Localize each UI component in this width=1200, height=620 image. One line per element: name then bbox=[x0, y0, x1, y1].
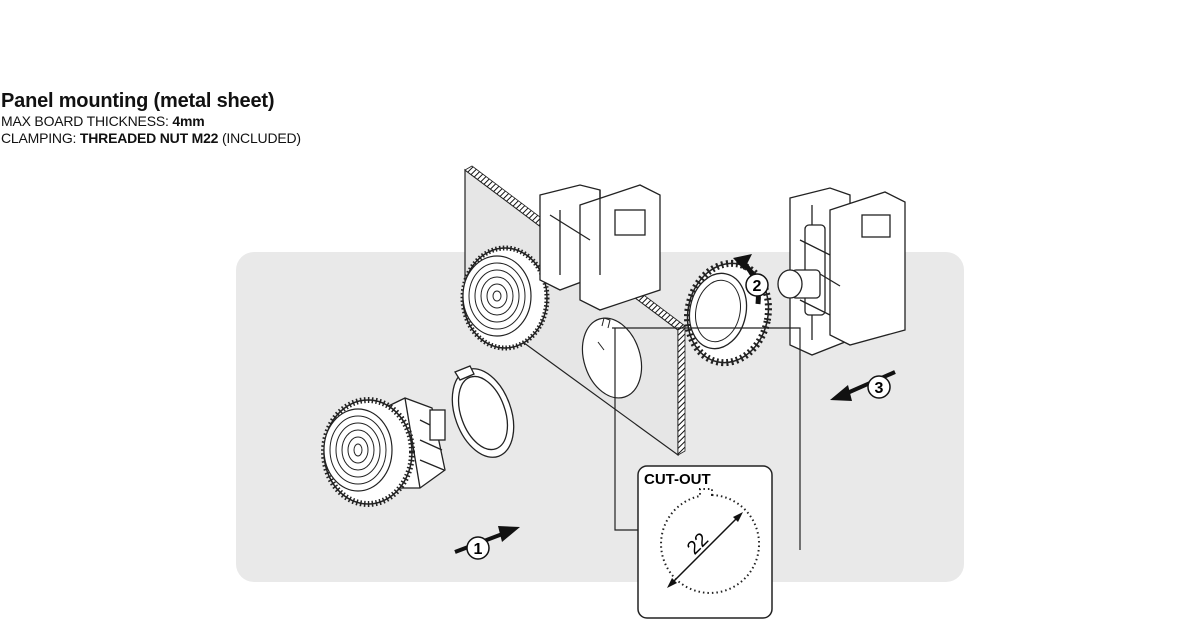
page-title: Panel mounting (metal sheet) bbox=[1, 90, 275, 112]
leader-line-left bbox=[614, 328, 638, 531]
hole-detail bbox=[597, 341, 605, 351]
thickness-value: 4mm bbox=[172, 113, 205, 129]
button-head-rear bbox=[460, 245, 550, 351]
contact-block-rear bbox=[539, 184, 661, 311]
step-1-badge: 1 bbox=[466, 536, 490, 560]
clamping-spec: CLAMPING: THREADED NUT M22 (INCLUDED) bbox=[1, 130, 301, 147]
cutout-hole bbox=[581, 317, 643, 399]
step-3-label: 3 bbox=[875, 380, 884, 397]
pushbutton-head bbox=[321, 397, 415, 507]
step-3-badge: 3 bbox=[867, 375, 891, 399]
background-panel bbox=[236, 252, 964, 582]
step-1-label: 1 bbox=[474, 541, 483, 558]
thickness-spec: MAX BOARD THICKNESS: 4mm bbox=[1, 113, 301, 130]
diameter-arrow-start bbox=[667, 578, 677, 588]
clamping-label: CLAMPING: bbox=[1, 130, 80, 146]
cutout-title: CUT-OUT bbox=[644, 471, 711, 488]
step-2-badge: 2 bbox=[745, 273, 769, 297]
gasket-ring bbox=[451, 365, 515, 458]
clamping-value: THREADED NUT M22 bbox=[79, 130, 219, 146]
clamping-note: (INCLUDED) bbox=[218, 130, 301, 146]
thickness-label: MAX BOARD THICKNESS: bbox=[1, 113, 173, 129]
diameter-line bbox=[669, 514, 741, 586]
diameter-arrow-end bbox=[733, 512, 743, 522]
leader-line-right bbox=[612, 327, 801, 550]
cutout-callout: CUT-OUT 22 bbox=[637, 465, 773, 619]
header: Panel mounting (metal sheet) MAX BOARD T… bbox=[1, 89, 301, 147]
step-2-label: 2 bbox=[753, 278, 762, 295]
contact-plunger bbox=[777, 269, 841, 299]
sheet-side-edge bbox=[677, 325, 686, 456]
cutout-notch bbox=[601, 317, 611, 329]
